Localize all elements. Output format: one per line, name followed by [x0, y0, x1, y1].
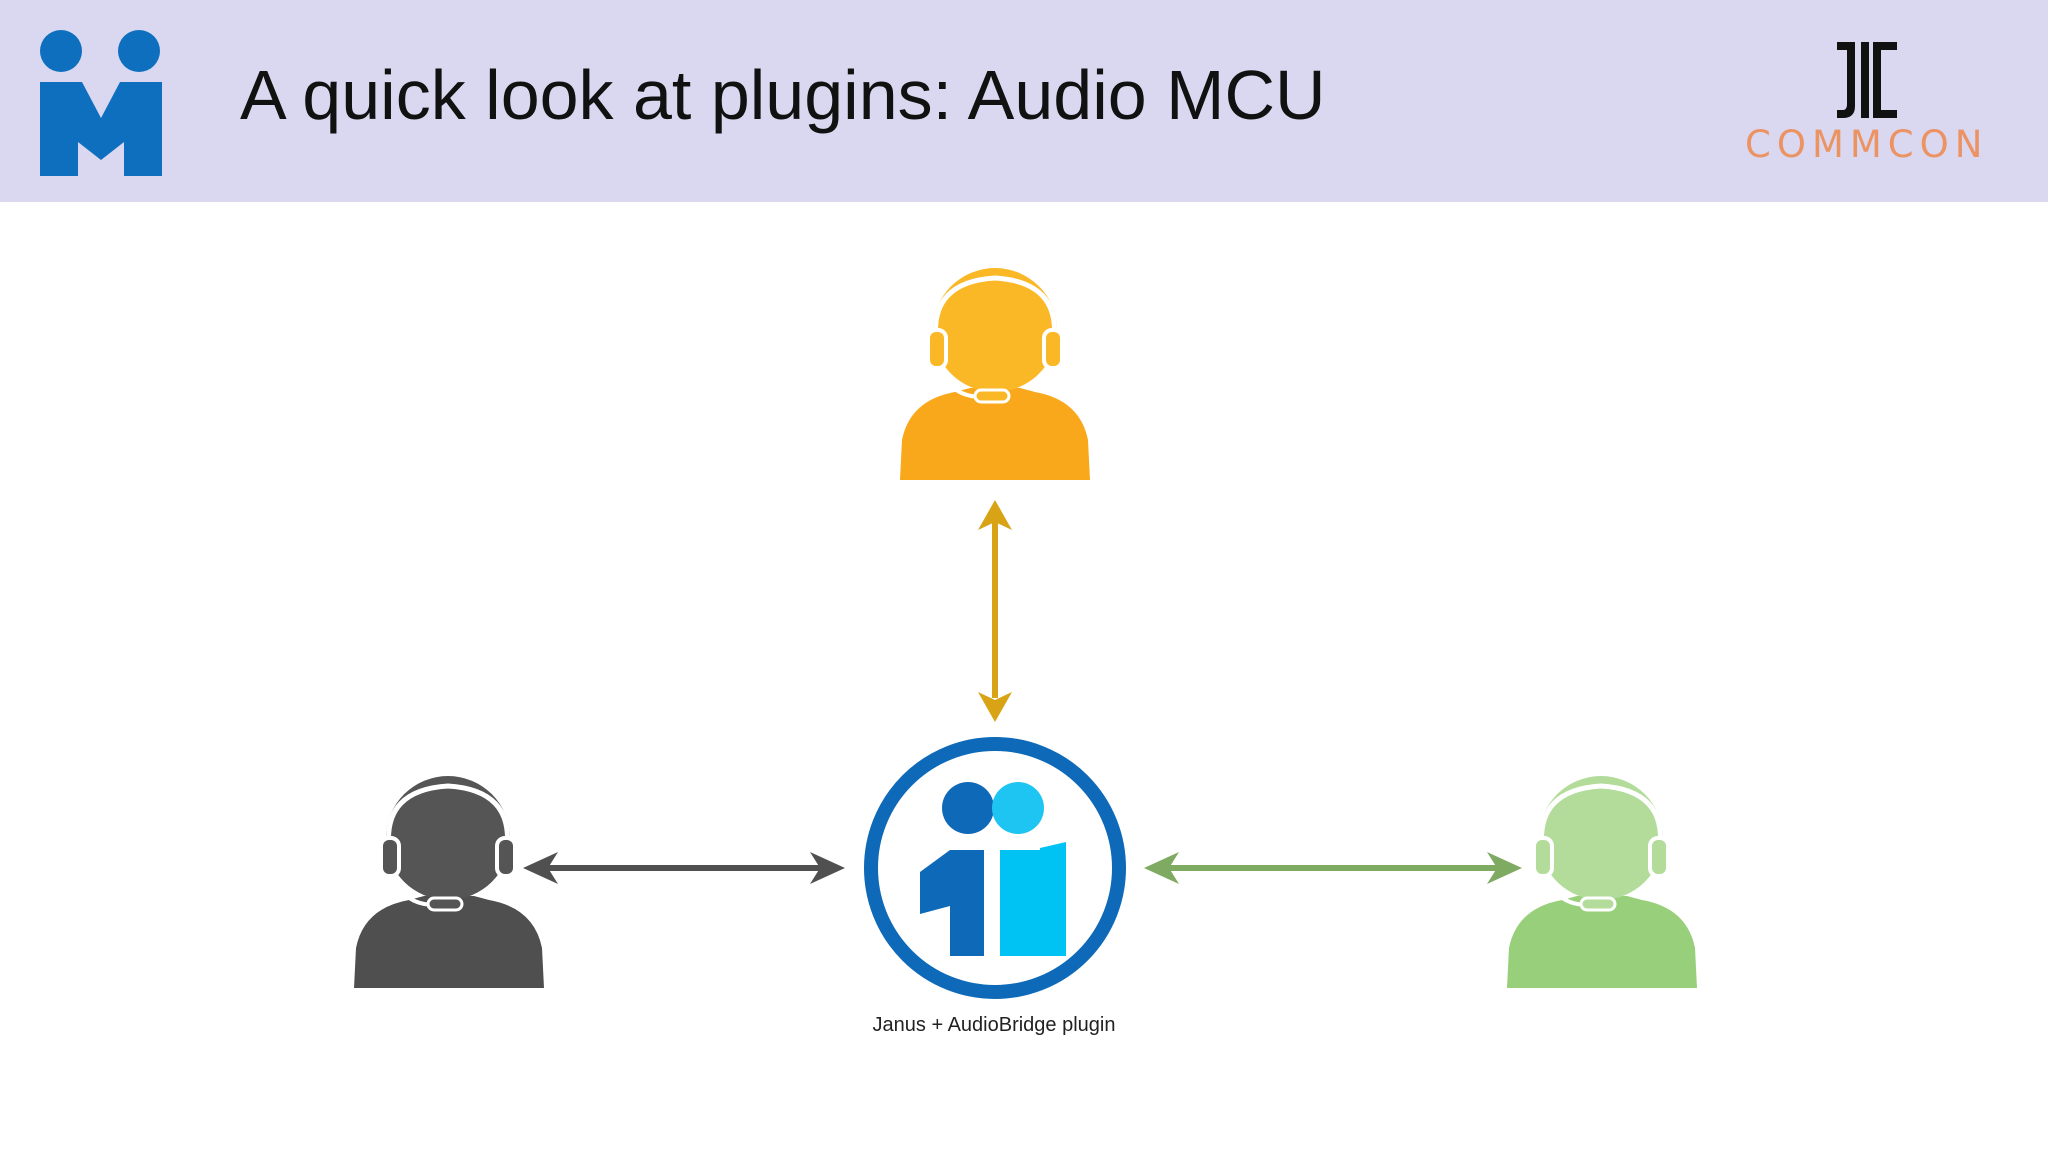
- janus-logo-icon: [864, 737, 1126, 999]
- headset-user-icon: [354, 776, 544, 988]
- participant-right: [1507, 776, 1697, 988]
- slide-header: A quick look at plugins: Audio MCU COMMC…: [0, 0, 2048, 202]
- participant-left: [354, 776, 544, 988]
- link-right: [1144, 852, 1522, 884]
- page-title: A quick look at plugins: Audio MCU: [240, 56, 1326, 134]
- commcon-logo: COMMCON: [1745, 40, 1985, 170]
- commcon-wordmark: COMMCON: [1745, 123, 1989, 166]
- meetecho-logo-icon: [40, 30, 162, 176]
- commcon-mark-icon: [1837, 42, 1897, 118]
- link-top: [978, 500, 1012, 722]
- janus-server: [864, 737, 1126, 999]
- headset-user-icon: [1507, 776, 1697, 988]
- participant-top: [900, 268, 1090, 480]
- link-left: [523, 852, 845, 884]
- server-label: Janus + AudioBridge plugin: [872, 1014, 1116, 1036]
- headset-user-icon: [900, 268, 1090, 480]
